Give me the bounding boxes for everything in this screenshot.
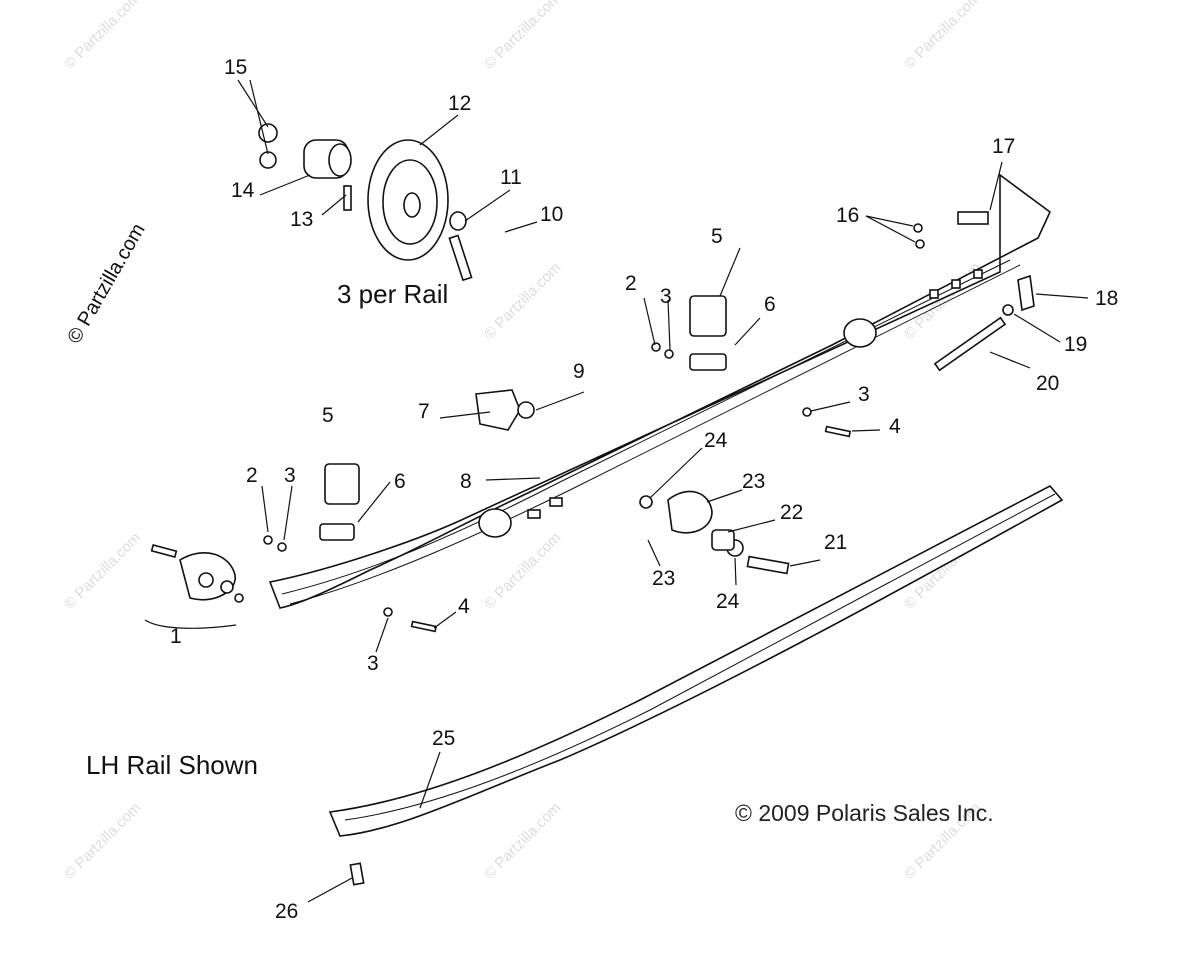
callouts: 15 12 11 10 14 13 17 16 5 2 3 6 18 19 20… xyxy=(170,56,1118,923)
callout-6: 6 xyxy=(764,293,776,316)
idler-wheel-assembly xyxy=(258,123,473,282)
callout-3: 3 xyxy=(858,383,870,406)
side-watermark: © Partzilla.com xyxy=(63,220,149,348)
callout-3: 3 xyxy=(284,464,296,487)
callout-17: 17 xyxy=(992,135,1015,158)
watermark: © Partzilla.com xyxy=(61,0,144,73)
callout-23: 23 xyxy=(742,470,765,493)
callout-18: 18 xyxy=(1095,287,1118,310)
wear-strip xyxy=(328,484,1064,837)
watermark: © Partzilla.com xyxy=(61,799,144,882)
callout-1: 1 xyxy=(170,625,182,648)
watermark: © Partzilla.com xyxy=(481,259,564,342)
watermark: © Partzilla.com xyxy=(901,0,984,73)
callout-3: 3 xyxy=(660,285,672,308)
callout-20: 20 xyxy=(1036,372,1059,395)
watermark: © Partzilla.com xyxy=(481,529,564,612)
slide-rail xyxy=(268,173,1051,609)
callout-12: 12 xyxy=(448,92,471,115)
callout-13: 13 xyxy=(290,208,313,231)
callout-10: 10 xyxy=(540,203,563,226)
callout-6: 6 xyxy=(394,470,406,493)
callout-2: 2 xyxy=(246,464,258,487)
callout-11: 11 xyxy=(500,166,522,189)
callout-21: 21 xyxy=(824,531,847,554)
callout-24: 24 xyxy=(716,590,740,613)
callout-24: 24 xyxy=(704,429,728,452)
leader-lines xyxy=(144,79,1089,903)
per-rail-caption: 3 per Rail xyxy=(337,279,448,309)
callout-8: 8 xyxy=(460,470,472,493)
watermark: © Partzilla.com xyxy=(481,0,564,73)
callout-22: 22 xyxy=(780,501,803,524)
callout-5: 5 xyxy=(322,404,334,427)
callout-4: 4 xyxy=(889,415,901,438)
callout-15: 15 xyxy=(224,56,247,79)
hardware xyxy=(150,223,1035,886)
callout-3: 3 xyxy=(367,652,379,675)
watermark: © Partzilla.com xyxy=(481,799,564,882)
callout-4: 4 xyxy=(458,595,470,618)
callout-14: 14 xyxy=(231,179,255,202)
callout-16: 16 xyxy=(836,204,859,227)
rail-shown-caption: LH Rail Shown xyxy=(86,750,258,780)
callout-25: 25 xyxy=(432,727,455,750)
callout-9: 9 xyxy=(573,360,585,383)
callout-19: 19 xyxy=(1064,333,1087,356)
callout-26: 26 xyxy=(275,900,298,923)
copyright-text: © 2009 Polaris Sales Inc. xyxy=(735,800,994,826)
callout-23: 23 xyxy=(652,567,675,590)
watermark: © Partzilla.com xyxy=(61,529,144,612)
callout-2: 2 xyxy=(625,272,637,295)
callout-7: 7 xyxy=(418,400,430,423)
callout-5: 5 xyxy=(711,225,723,248)
